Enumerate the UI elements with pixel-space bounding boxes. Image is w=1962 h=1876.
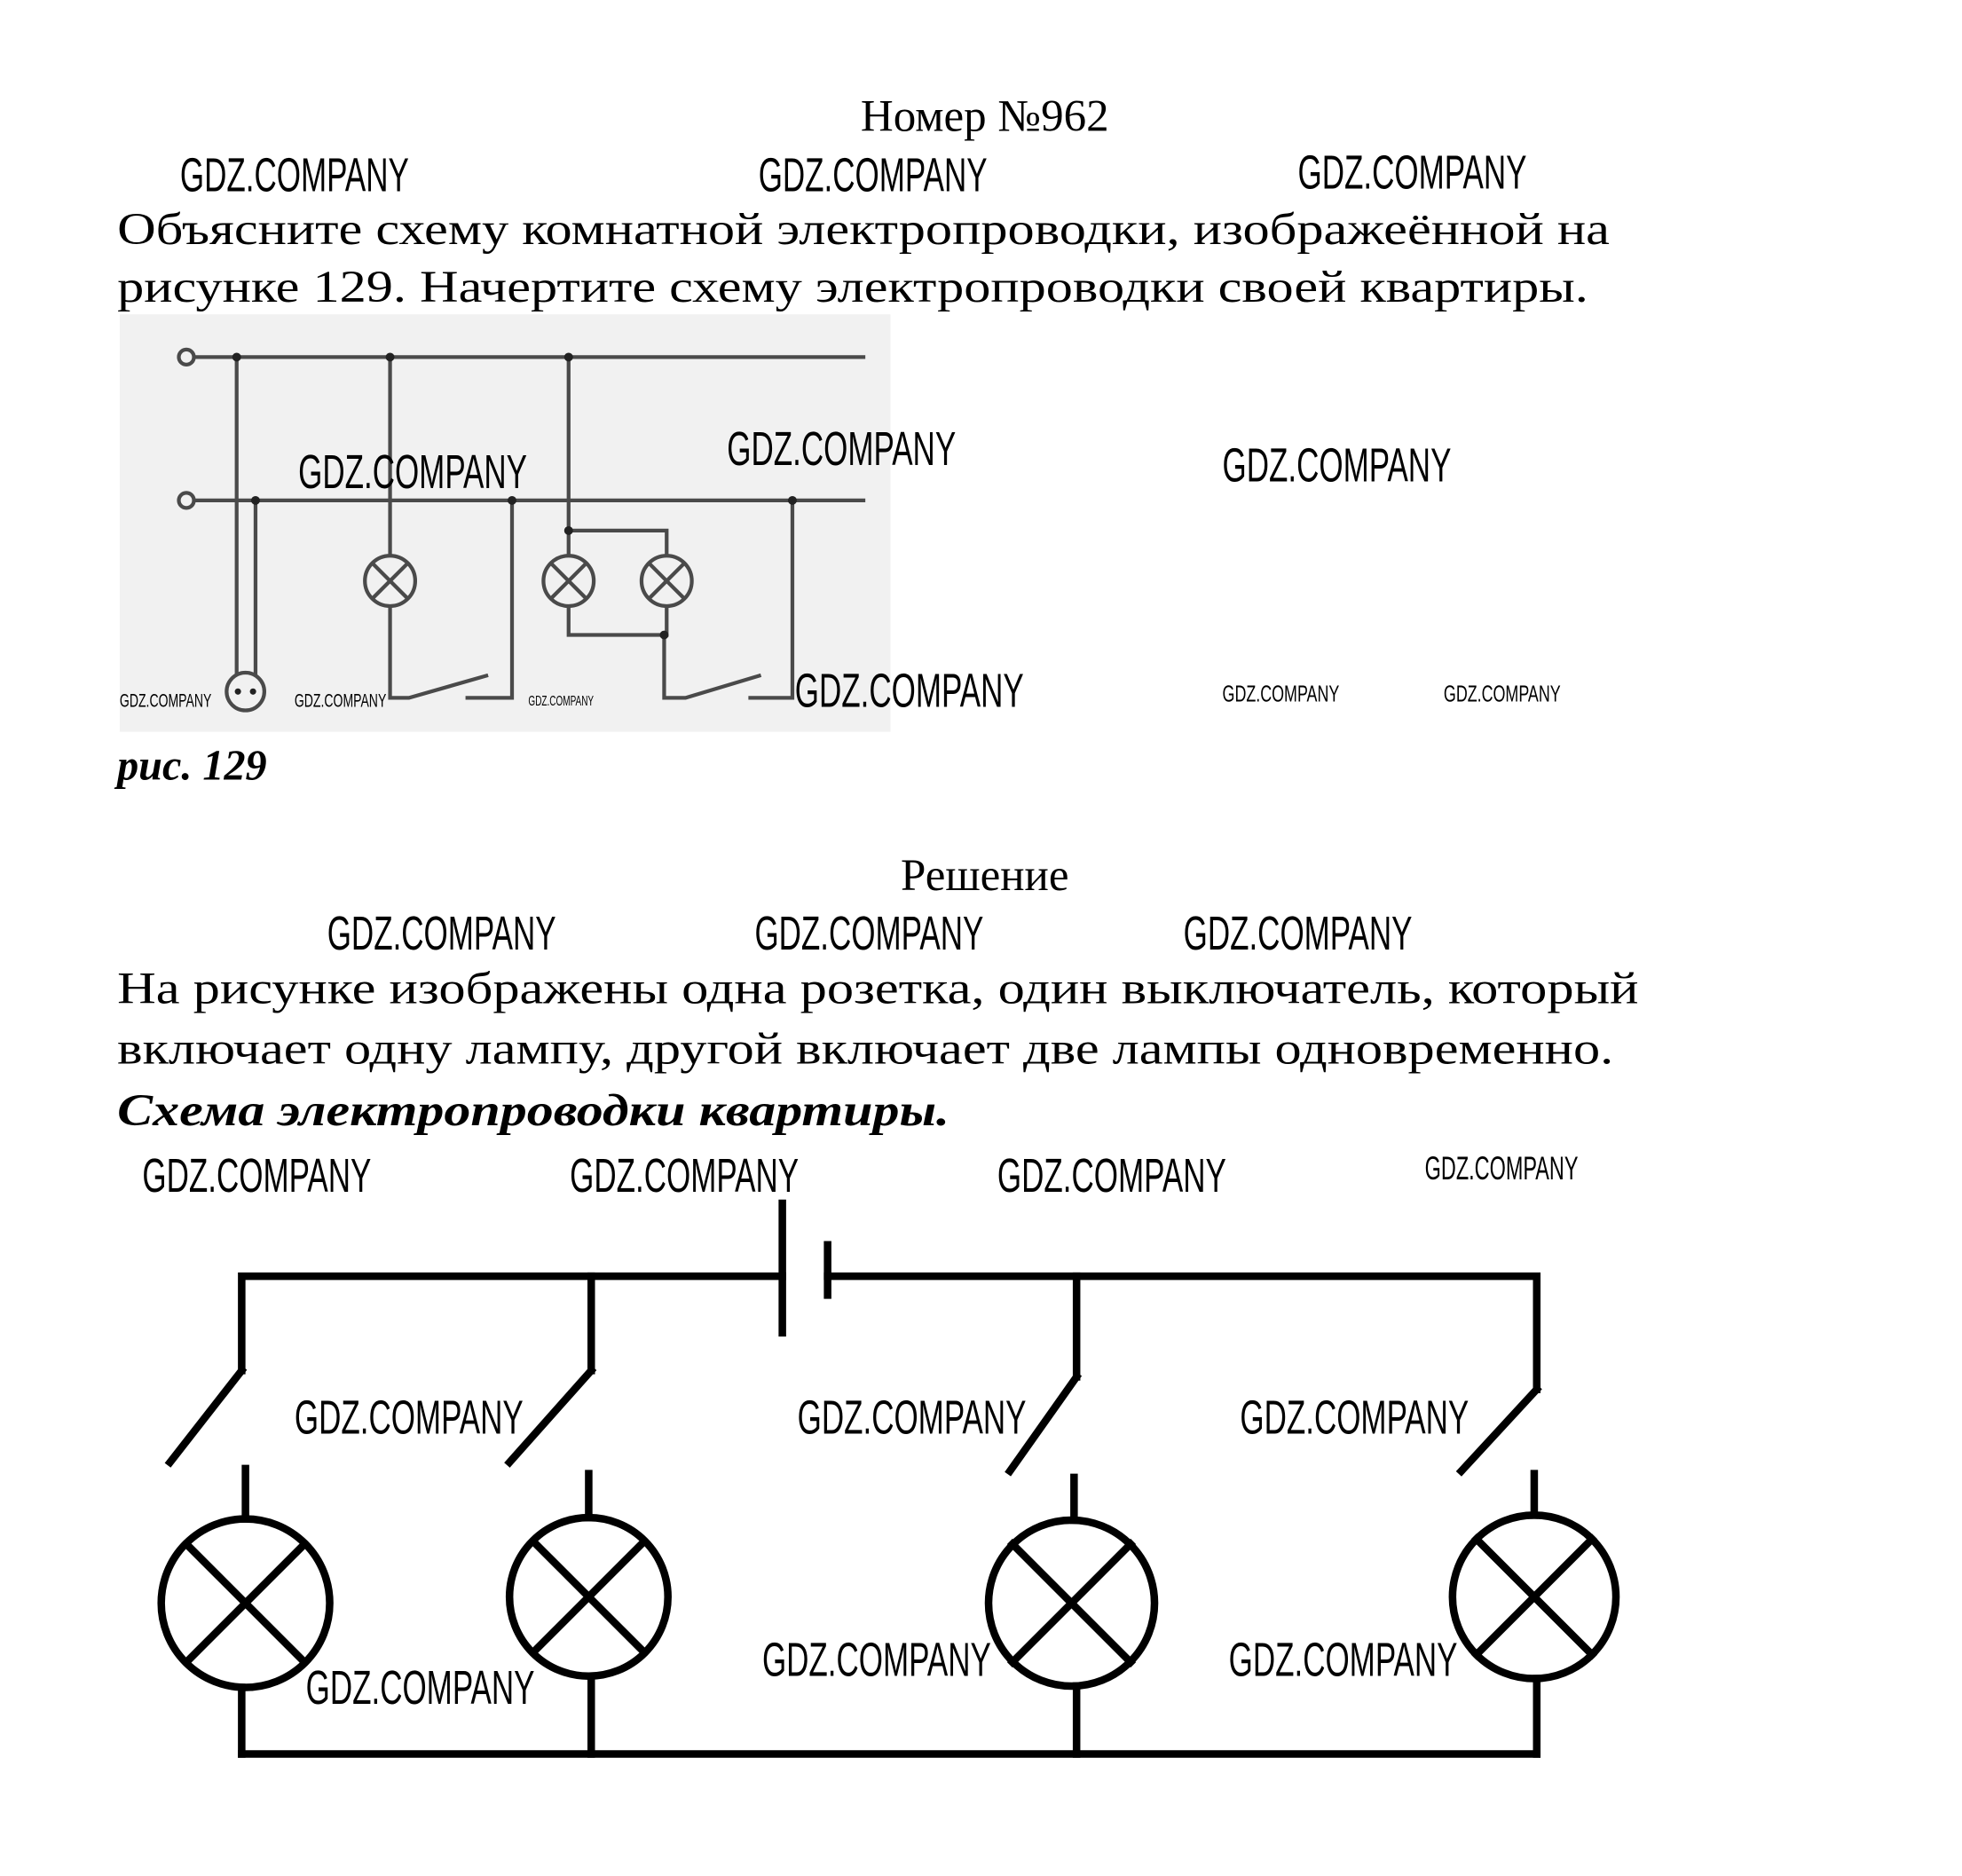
watermark: GDZ.COMPANY bbox=[180, 148, 409, 201]
switch-icon bbox=[1005, 1371, 1083, 1477]
watermark: GDZ.COMPANY bbox=[754, 907, 983, 960]
watermark: GDZ.COMPANY bbox=[306, 1661, 535, 1714]
solution-text-line-2: включает одну лампу, другой включает две… bbox=[117, 1025, 1613, 1075]
solution-text-line-1: На рисунке изображены одна розетка, один… bbox=[117, 965, 1638, 1014]
lamp-icon bbox=[157, 1464, 334, 1758]
task-text-line-1: Объясните схему комнатной электропроводк… bbox=[117, 205, 1610, 255]
watermark: GDZ.COMPANY bbox=[298, 445, 527, 499]
watermark: GDZ.COMPANY bbox=[570, 1149, 799, 1202]
watermark: GDZ.COMPANY bbox=[295, 690, 386, 711]
figure-caption: рис. 129 bbox=[114, 742, 267, 789]
watermark: GDZ.COMPANY bbox=[142, 1149, 371, 1202]
watermark: GDZ.COMPANY bbox=[997, 1149, 1226, 1202]
watermark: GDZ.COMPANY bbox=[1425, 1150, 1579, 1186]
watermark: GDZ.COMPANY bbox=[327, 907, 556, 960]
switch-icon bbox=[1455, 1383, 1542, 1477]
scheme-title: Схема электропроводки квартиры. bbox=[117, 1086, 949, 1136]
solution-heading: Решение bbox=[901, 851, 1068, 901]
watermark: GDZ.COMPANY bbox=[1240, 1391, 1469, 1444]
lamp-icon bbox=[984, 1473, 1159, 1758]
watermark: GDZ.COMPANY bbox=[1298, 146, 1527, 200]
watermarks: GDZ.COMPANY GDZ.COMPANY GDZ.COMPANY GDZ.… bbox=[120, 146, 1579, 1714]
task-text-line-2: рисунке 129. Начертите схему электропров… bbox=[117, 263, 1588, 312]
watermark: GDZ.COMPANY bbox=[1229, 1634, 1458, 1687]
watermark: GDZ.COMPANY bbox=[1223, 439, 1452, 493]
watermark: GDZ.COMPANY bbox=[727, 422, 956, 476]
watermark: GDZ.COMPANY bbox=[762, 1634, 991, 1687]
lamp-icon bbox=[505, 1470, 672, 1758]
figure-129-wiring-diagram bbox=[119, 314, 891, 732]
watermark: GDZ.COMPANY bbox=[295, 1391, 524, 1444]
lamp-icon bbox=[1448, 1470, 1620, 1758]
switch-icon bbox=[164, 1365, 248, 1468]
watermark: GDZ.COMPANY bbox=[1223, 682, 1340, 707]
socket-icon bbox=[225, 670, 266, 713]
watermark: GDZ.COMPANY bbox=[120, 690, 211, 711]
switch-icon bbox=[504, 1365, 597, 1468]
watermark: GDZ.COMPANY bbox=[798, 1391, 1027, 1444]
page-title: Номер №962 bbox=[861, 91, 1109, 141]
watermark: GDZ.COMPANY bbox=[1444, 682, 1561, 707]
watermark: GDZ.COMPANY bbox=[528, 694, 594, 709]
watermark: GDZ.COMPANY bbox=[759, 148, 988, 201]
watermark: GDZ.COMPANY bbox=[1184, 907, 1413, 960]
apartment-wiring-scheme bbox=[157, 1199, 1620, 1758]
battery-icon bbox=[778, 1199, 831, 1337]
watermark: GDZ.COMPANY bbox=[795, 664, 1024, 717]
